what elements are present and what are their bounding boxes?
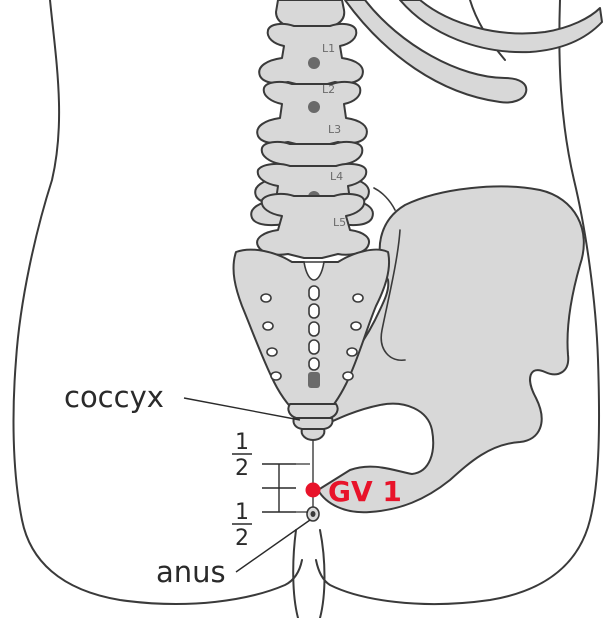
anus-region xyxy=(307,507,319,521)
fraction-bottom-numerator: 1 xyxy=(235,500,249,525)
anus-label: anus xyxy=(156,555,226,589)
vertebra-label-l4: L4 xyxy=(330,170,343,183)
fraction-top-denominator: 2 xyxy=(235,456,249,481)
vertebra-label-l2: L2 xyxy=(322,83,335,96)
vertebra-marker xyxy=(308,57,320,69)
fraction-bottom: 1 2 xyxy=(232,500,252,551)
vertebra-label-l1: L1 xyxy=(322,42,335,55)
lumbar-spine: L1 L2 L3 L4 L5 xyxy=(251,0,373,258)
acupoint-label: GV 1 xyxy=(328,475,402,508)
vertebra-label-l5: L5 xyxy=(333,216,346,229)
vertebra-marker xyxy=(308,101,320,113)
measurement-brackets xyxy=(262,464,310,512)
fraction-top-numerator: 1 xyxy=(235,430,249,455)
sacral-hiatus-marker xyxy=(308,372,320,388)
coccyx-upper xyxy=(288,404,337,418)
acupoint-dot xyxy=(306,483,321,498)
fraction-bottom-denominator: 2 xyxy=(235,526,249,551)
vertebra-l2 xyxy=(257,82,367,146)
vertebra-l1 xyxy=(259,24,363,86)
coccyx-tip xyxy=(302,429,325,440)
coccyx-leader-line xyxy=(184,398,300,420)
vertebra-label-l3: L3 xyxy=(328,123,341,136)
ribs xyxy=(345,0,602,103)
ilium-crest-detail xyxy=(374,188,395,210)
gv1-acupoint: GV 1 xyxy=(306,475,402,508)
coccyx-label: coccyx xyxy=(64,380,164,414)
anus-center xyxy=(311,511,316,517)
rib-upper xyxy=(400,0,602,52)
fraction-top: 1 2 xyxy=(232,430,252,481)
